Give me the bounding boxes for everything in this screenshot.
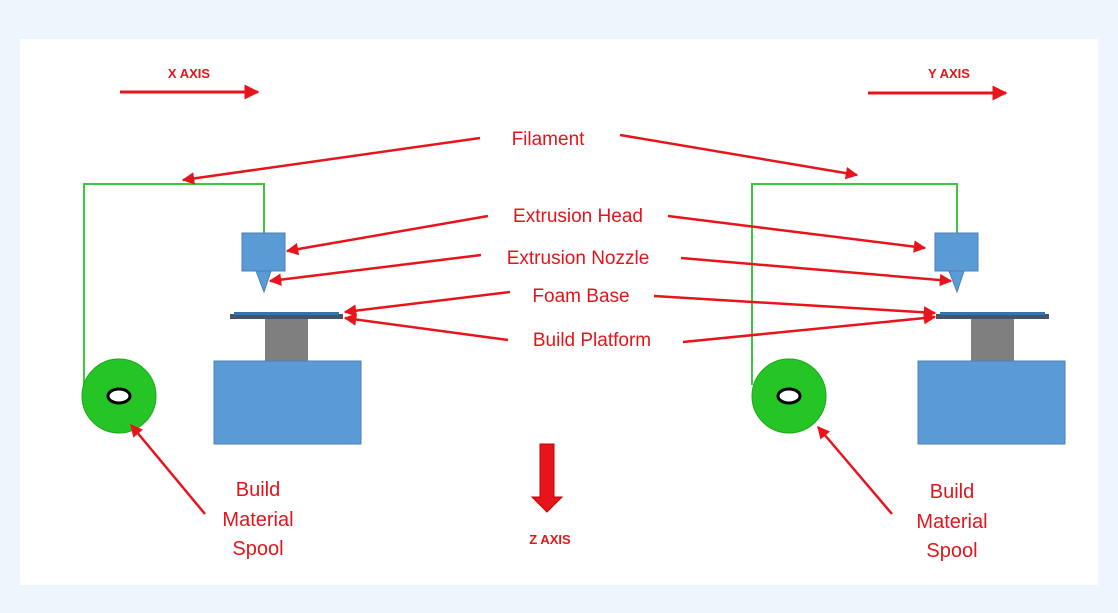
build-platform-arrow-right	[682, 311, 937, 344]
right-extrusion-head	[934, 232, 979, 272]
left-foam-base	[234, 312, 339, 315]
right-platform-column	[971, 319, 1014, 361]
extrusion-head-label: Extrusion Head	[513, 206, 643, 227]
left-spool-arrow	[130, 424, 206, 515]
y-axis-label: Y AXIS	[928, 66, 970, 81]
left-spool-hub	[106, 387, 132, 405]
left-build-platform	[230, 314, 343, 319]
callout-arrows	[130, 133, 953, 515]
extrusion-head-arrow-left	[285, 214, 489, 256]
filament-label: Filament	[512, 129, 586, 150]
right-spool-label-line: Material	[916, 511, 987, 533]
foam-base-arrow-right	[653, 294, 937, 319]
right-filament-line	[751, 183, 958, 385]
x-axis-indicator: X AXIS	[120, 66, 260, 100]
left-filament-line	[83, 183, 265, 385]
right-spool-arrow	[817, 426, 893, 515]
z-axis-label: Z AXIS	[529, 532, 571, 547]
left-spool-label: Build Material Spool	[222, 479, 293, 560]
extrusion-nozzle-arrow-right	[680, 256, 953, 287]
right-spool-hub	[776, 387, 802, 405]
foam-base-arrow-left	[343, 290, 511, 317]
z-axis-indicator: Z AXIS	[529, 443, 571, 547]
extrusion-head-arrow-right	[667, 214, 927, 253]
x-axis-label: X AXIS	[168, 66, 210, 81]
filament-arrow-left	[181, 136, 481, 185]
build-platform-label: Build Platform	[533, 330, 651, 351]
right-spool-label: Build Material Spool	[916, 481, 987, 562]
right-spool-label-line: Spool	[926, 540, 977, 562]
extrusion-nozzle-arrow-left	[268, 253, 482, 286]
right-spool-label-line: Build	[930, 481, 974, 503]
left-extrusion-nozzle	[255, 270, 272, 294]
left-extrusion-head	[241, 232, 286, 272]
filament-arrow-right	[619, 133, 859, 180]
y-axis-indicator: Y AXIS	[868, 66, 1008, 101]
right-base-block	[917, 360, 1066, 445]
left-spool	[81, 358, 157, 434]
right-build-platform	[936, 314, 1049, 319]
right-foam-base	[940, 312, 1045, 315]
left-spool-label-line: Build	[236, 479, 280, 501]
left-platform-column	[265, 319, 308, 361]
left-spool-label-line: Spool	[232, 538, 283, 560]
right-spool	[751, 358, 827, 434]
z-axis-arrow	[530, 443, 564, 513]
foam-base-label: Foam Base	[532, 286, 629, 307]
right-extrusion-nozzle	[948, 270, 965, 294]
build-platform-arrow-left	[343, 313, 509, 342]
callout-labels: Filament Extrusion Head Extrusion Nozzle…	[507, 129, 651, 351]
left-printer	[81, 183, 362, 445]
right-printer	[751, 183, 1066, 445]
left-spool-label-line: Material	[222, 509, 293, 531]
left-base-block	[213, 360, 362, 445]
extrusion-nozzle-label: Extrusion Nozzle	[507, 248, 650, 269]
